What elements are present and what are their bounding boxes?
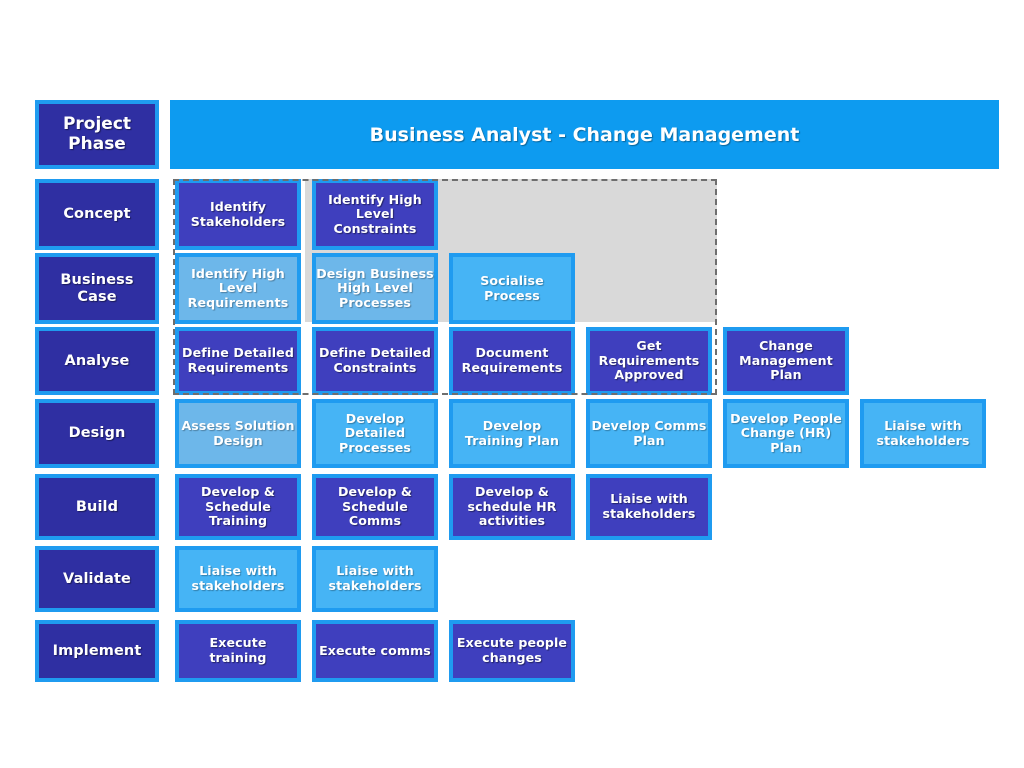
phase-label-design[interactable]: Design [32,396,162,471]
task-box-build-develop-schedule-hr-activities[interactable]: Develop & schedule HR activities [449,474,575,540]
phase-column-header: Project Phase [35,100,159,169]
phase-label-validate[interactable]: Validate [32,543,162,615]
phase-label-implement[interactable]: Implement [32,617,162,685]
task-box-analyse-define-detailed-requirements[interactable]: Define Detailed Requirements [175,327,301,395]
phase-label-analyse[interactable]: Analyse [32,324,162,398]
diagram-title-banner: Business Analyst - Change Management [170,100,999,169]
task-box-analyse-document-requirements[interactable]: Document Requirements [449,327,575,395]
task-box-implement-execute-people-changes[interactable]: Execute people changes [449,620,575,682]
task-box-implement-execute-comms[interactable]: Execute comms [312,620,438,682]
task-box-validate-liaise-with-stakeholders[interactable]: Liaise with stakeholders [312,546,438,612]
task-box-implement-execute-training[interactable]: Execute training [175,620,301,682]
task-box-design-develop-comms-plan[interactable]: Develop Comms Plan [586,399,712,468]
task-box-analyse-define-detailed-constraints[interactable]: Define Detailed Constraints [312,327,438,395]
task-box-design-assess-solution-design[interactable]: Assess Solution Design [175,399,301,468]
task-box-analyse-get-requirements-approved[interactable]: Get Requirements Approved [586,327,712,395]
phase-label-concept[interactable]: Concept [32,176,162,253]
task-box-analyse-change-management-plan[interactable]: Change Management Plan [723,327,849,395]
task-box-design-develop-training-plan[interactable]: Develop Training Plan [449,399,575,468]
task-box-concept-identify-stakeholders[interactable]: Identify Stakeholders [175,179,301,250]
task-box-business-case-identify-high-level-requirements[interactable]: Identify High Level Requirements [175,253,301,324]
phase-label-build[interactable]: Build [32,471,162,543]
task-box-design-liaise-with-stakeholders[interactable]: Liaise with stakeholders [860,399,986,468]
task-box-business-case-design-business-high-level-processes[interactable]: Design Business High Level Processes [312,253,438,324]
task-box-concept-identify-high-level-constraints[interactable]: Identify High Level Constraints [312,179,438,250]
task-box-design-develop-people-change-hr-plan[interactable]: Develop People Change (HR) Plan [723,399,849,468]
task-box-build-liaise-with-stakeholders[interactable]: Liaise with stakeholders [586,474,712,540]
task-box-validate-liaise-with-stakeholders[interactable]: Liaise with stakeholders [175,546,301,612]
task-box-build-develop-schedule-comms[interactable]: Develop & Schedule Comms [312,474,438,540]
task-box-build-develop-schedule-training[interactable]: Develop & Schedule Training [175,474,301,540]
task-box-design-develop-detailed-processes[interactable]: Develop Detailed Processes [312,399,438,468]
task-box-business-case-socialise-process[interactable]: Socialise Process [449,253,575,324]
phase-label-business-case[interactable]: Business Case [32,250,162,327]
